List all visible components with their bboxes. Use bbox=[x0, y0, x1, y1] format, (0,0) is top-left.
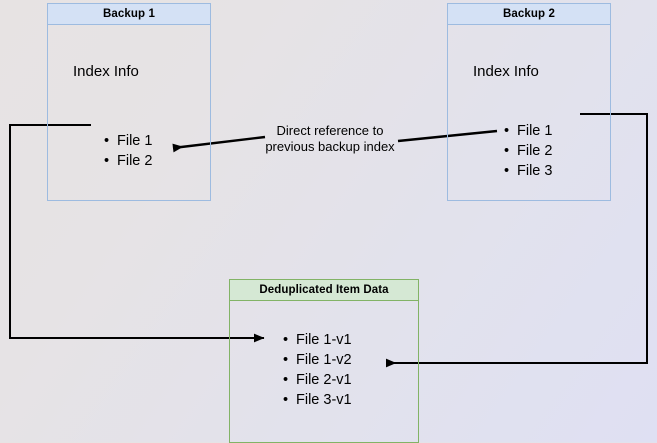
list-item: File 3 bbox=[504, 161, 553, 181]
deduplicated-item-data-box[interactable]: Deduplicated Item Data File 1-v1 File 1-… bbox=[229, 279, 419, 443]
list-item: File 2-v1 bbox=[283, 370, 352, 390]
list-item: File 1 bbox=[504, 121, 553, 141]
backup-2-body: Index Info File 1 File 2 File 3 bbox=[448, 25, 610, 200]
list-item: File 3-v1 bbox=[283, 390, 352, 410]
list-item: File 2 bbox=[104, 151, 153, 171]
list-item: File 1-v1 bbox=[283, 330, 352, 350]
backup-1-file-list: File 1 File 2 bbox=[101, 131, 153, 171]
backup-1-index-info-label: Index Info bbox=[73, 63, 139, 80]
deduplicated-item-data-body: File 1-v1 File 1-v2 File 2-v1 File 3-v1 bbox=[230, 301, 418, 442]
backup-1-header: Backup 1 bbox=[48, 4, 210, 25]
deduplicated-item-data-header: Deduplicated Item Data bbox=[230, 280, 418, 301]
list-item: File 2 bbox=[504, 141, 553, 161]
backup-2-header: Backup 2 bbox=[448, 4, 610, 25]
backup-2-file-list: File 1 File 2 File 3 bbox=[501, 121, 553, 181]
direct-reference-annotation: Direct reference to previous backup inde… bbox=[265, 123, 395, 154]
backup-2-index-info-label: Index Info bbox=[473, 63, 539, 80]
backup-2-box[interactable]: Backup 2 Index Info File 1 File 2 File 3 bbox=[447, 3, 611, 201]
deduplicated-item-list: File 1-v1 File 1-v2 File 2-v1 File 3-v1 bbox=[280, 330, 352, 410]
list-item: File 1-v2 bbox=[283, 350, 352, 370]
backup-1-body: Index Info File 1 File 2 bbox=[48, 25, 210, 200]
backup-1-box[interactable]: Backup 1 Index Info File 1 File 2 bbox=[47, 3, 211, 201]
list-item: File 1 bbox=[104, 131, 153, 151]
